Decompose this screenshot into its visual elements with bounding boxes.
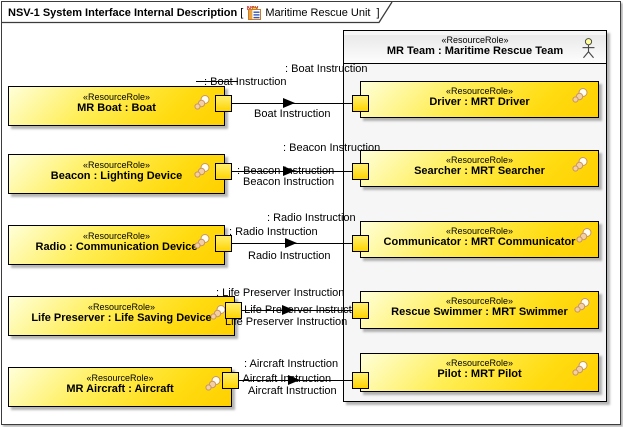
container-name: MR Team : Maritime Rescue Team	[386, 45, 564, 57]
port-life-preserver-instruction-target[interactable]	[352, 302, 369, 319]
arrowhead-icon	[288, 375, 300, 385]
node-mr-boat[interactable]: «ResourceRole» MR Boat : Boat	[8, 86, 225, 126]
node-name: Pilot : MRT Pilot	[437, 368, 522, 380]
connector-label[interactable]: : Aircraft Instruction	[237, 373, 332, 385]
diagram-title-tab[interactable]: NSV-1 System Interface Internal Descript…	[3, 3, 393, 22]
port-beacon-instruction-source[interactable]	[215, 163, 232, 180]
node-name: Rescue Swimmer : MRT Swimmer	[391, 306, 568, 318]
node-name: MR Boat : Boat	[77, 102, 156, 114]
node-beacon[interactable]: «ResourceRole» Beacon : Lighting Device	[8, 154, 225, 194]
connector-label[interactable]: : Life Preserver Instruction	[238, 304, 367, 316]
node-stereotype: «ResourceRole»	[445, 226, 514, 236]
node-name: Beacon : Lighting Device	[50, 170, 183, 182]
connector-label[interactable]: : Radio Instruction	[267, 212, 356, 224]
label-leader-line	[196, 81, 238, 82]
port-radio-instruction-target[interactable]	[352, 235, 369, 252]
node-searcher[interactable]: «ResourceRole» Searcher : MRT Searcher	[360, 150, 599, 187]
node-radio[interactable]: «ResourceRole» Radio : Communication Dev…	[8, 225, 225, 265]
connector-label[interactable]: : Aircraft Instruction	[244, 358, 339, 370]
role-icon	[572, 88, 588, 103]
connector-label[interactable]: : Boat Instruction	[285, 63, 368, 75]
node-name: Life Preserver : Life Saving Device	[31, 312, 212, 324]
role-icon	[205, 376, 221, 391]
port-beacon-instruction-target[interactable]	[352, 163, 369, 180]
node-stereotype: «ResourceRole»	[445, 358, 514, 368]
node-communicator[interactable]: «ResourceRole» Communicator : MRT Commun…	[360, 221, 599, 258]
connector-label[interactable]: Radio Instruction	[248, 250, 331, 262]
nsv-diagram-icon: NSV	[247, 6, 262, 20]
node-stereotype: «ResourceRole»	[445, 86, 514, 96]
role-icon	[194, 163, 210, 178]
port-life-preserver-instruction-source[interactable]	[225, 302, 242, 319]
port-radio-instruction-source[interactable]	[215, 235, 232, 252]
arrowhead-icon	[285, 238, 297, 248]
role-icon	[576, 228, 592, 243]
role-icon	[572, 157, 588, 172]
port-boat-instruction-target[interactable]	[352, 95, 369, 112]
context-bracket-close: ]	[376, 6, 380, 19]
connector-label[interactable]: : Boat Instruction	[204, 76, 287, 88]
connector-label[interactable]: Boat Instruction	[254, 108, 331, 120]
connector-label[interactable]: : Beacon Instruction	[283, 142, 381, 154]
port-aircraft-instruction-source[interactable]	[222, 372, 239, 389]
arrowhead-icon	[283, 98, 295, 108]
node-stereotype: «ResourceRole»	[82, 231, 151, 241]
node-name: Communicator : MRT Communicator	[383, 236, 576, 248]
node-stereotype: «ResourceRole»	[82, 92, 151, 102]
connector-label[interactable]: Aircraft Instruction	[248, 385, 337, 397]
role-icon	[574, 298, 590, 313]
node-name: Driver : MRT Driver	[429, 96, 530, 108]
node-mr-aircraft[interactable]: «ResourceRole» MR Aircraft : Aircraft	[8, 367, 232, 407]
connector-label[interactable]: Life Preserver Instruction	[225, 316, 348, 328]
connector-life-preserver-instruction[interactable]	[230, 310, 362, 311]
context-bracket-open: [	[240, 6, 244, 19]
node-stereotype: «ResourceRole»	[445, 296, 514, 306]
node-stereotype: «ResourceRole»	[82, 160, 151, 170]
role-icon	[194, 234, 210, 249]
node-stereotype: «ResourceRole»	[87, 302, 156, 312]
port-boat-instruction-source[interactable]	[215, 95, 232, 112]
connector-label[interactable]: : Life Preserver Instruction	[216, 287, 345, 299]
context-name: Maritime Rescue Unit	[265, 6, 371, 19]
connector-label[interactable]: Beacon Instruction	[243, 176, 335, 188]
container-header: «ResourceRole» MR Team : Maritime Rescue…	[344, 35, 606, 64]
role-icon	[210, 305, 226, 320]
node-stereotype: «ResourceRole»	[445, 155, 514, 165]
diagram-title: NSV-1 System Interface Internal Descript…	[8, 6, 238, 19]
node-driver[interactable]: «ResourceRole» Driver : MRT Driver	[360, 81, 599, 118]
node-name: MR Aircraft : Aircraft	[66, 383, 174, 395]
container-stereotype: «ResourceRole»	[441, 35, 509, 45]
arrowhead-icon	[283, 166, 295, 176]
arrowhead-icon	[282, 305, 294, 315]
node-life-preserver[interactable]: «ResourceRole» Life Preserver : Life Sav…	[8, 296, 235, 336]
role-icon	[572, 361, 588, 376]
node-rescue-swimmer[interactable]: «ResourceRole» Rescue Swimmer : MRT Swim…	[360, 291, 599, 329]
connector-label[interactable]: : Radio Instruction	[229, 226, 318, 238]
stick-figure-icon	[582, 38, 595, 59]
node-name: Searcher : MRT Searcher	[414, 165, 545, 177]
role-icon	[194, 95, 210, 110]
port-aircraft-instruction-target[interactable]	[352, 372, 369, 389]
node-stereotype: «ResourceRole»	[86, 373, 154, 383]
node-name: Radio : Communication Device	[35, 241, 198, 253]
node-pilot[interactable]: «ResourceRole» Pilot : MRT Pilot	[360, 353, 599, 392]
